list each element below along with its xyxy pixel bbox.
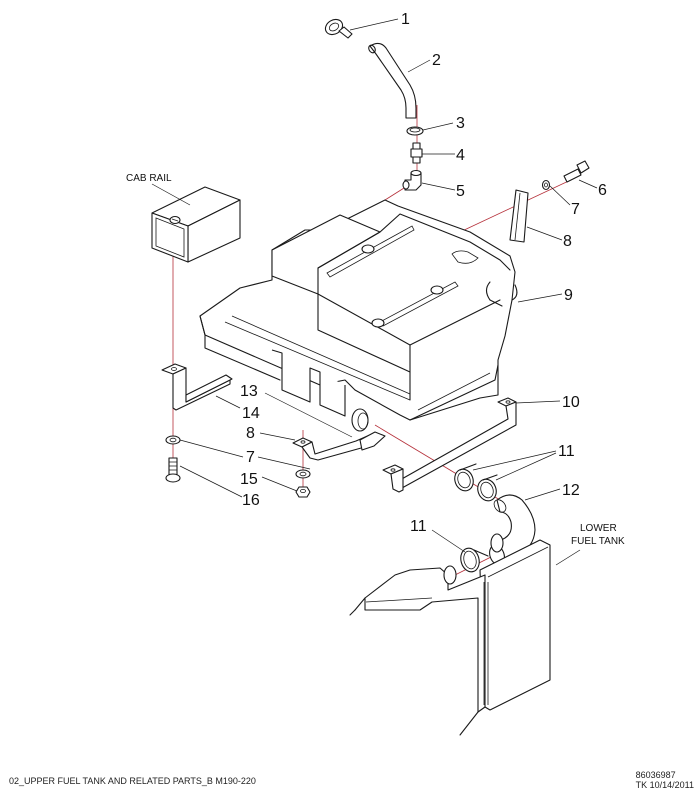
- part-2-vent-hose[interactable]: [367, 42, 417, 119]
- part-8-strap-upper[interactable]: [509, 189, 529, 243]
- part-11-hose-clamp-upper-b[interactable]: [475, 474, 499, 503]
- part-3-hose-clamp[interactable]: [406, 126, 424, 136]
- drawing-identification: 86036987 TK 10/14/2011: [636, 770, 694, 790]
- part-14-bracket-left[interactable]: [161, 363, 233, 411]
- callout-5: 5: [456, 183, 465, 200]
- callout-11-upper: 11: [558, 443, 575, 460]
- label-lower-fuel-tank-1: LOWER: [580, 523, 617, 534]
- part-11-hose-clamp-lower[interactable]: [458, 546, 489, 574]
- callout-3: 3: [456, 115, 465, 132]
- callout-13: 13: [240, 383, 258, 400]
- callout-6: 6: [598, 182, 607, 199]
- lower-fuel-tank: [349, 533, 551, 736]
- component-labels: CAB RAIL LOWER FUEL TANK: [126, 173, 625, 547]
- callout-14: 14: [242, 405, 260, 422]
- callout-8-upper: 8: [563, 233, 572, 250]
- callout-7-lower: 7: [246, 449, 255, 466]
- drawing-number: 86036987: [635, 770, 676, 780]
- drawing-title: 02_UPPER FUEL TANK AND RELATED PARTS_B M…: [9, 776, 256, 786]
- callout-12: 12: [562, 482, 580, 499]
- part-1-filler-cap[interactable]: [323, 16, 353, 39]
- callout-11-lower: 11: [410, 518, 427, 535]
- label-cab-rail: CAB RAIL: [126, 173, 172, 184]
- leader-lines: [151, 18, 598, 566]
- part-9-upper-fuel-tank[interactable]: [199, 199, 518, 432]
- part-7-washer-upper[interactable]: [541, 179, 551, 191]
- callout-8-lower: 8: [246, 425, 255, 442]
- part-7-washer-lower-right[interactable]: [295, 469, 311, 479]
- part-6-bolt[interactable]: [563, 160, 590, 183]
- part-8-strap-lower[interactable]: [292, 431, 386, 461]
- callout-numbers: 1 2 3 4 5 6 7 8 9 10 11 12 11 13 14 8 7 …: [240, 11, 607, 535]
- callout-7-upper: 7: [571, 201, 580, 218]
- part-15-nut[interactable]: [295, 486, 311, 498]
- part-5-elbow-fitting[interactable]: [402, 169, 422, 191]
- callout-4: 4: [456, 147, 465, 164]
- callout-2: 2: [432, 52, 441, 69]
- callout-9: 9: [564, 287, 573, 304]
- part-10-bracket-right[interactable]: [382, 397, 517, 493]
- part-4-fitting[interactable]: [410, 142, 423, 164]
- label-lower-fuel-tank-2: FUEL TANK: [571, 536, 625, 547]
- part-16-stud-bolt[interactable]: [165, 457, 181, 483]
- callout-10: 10: [562, 394, 580, 411]
- part-11-hose-clamp-upper-a[interactable]: [452, 463, 477, 493]
- drawing-revision: TK 10/14/2011: [635, 780, 694, 790]
- callout-15: 15: [240, 471, 258, 488]
- callout-16: 16: [242, 492, 260, 509]
- part-7-washer-lower-left[interactable]: [165, 435, 181, 445]
- cab-rail: [151, 186, 241, 263]
- callout-1: 1: [401, 11, 410, 28]
